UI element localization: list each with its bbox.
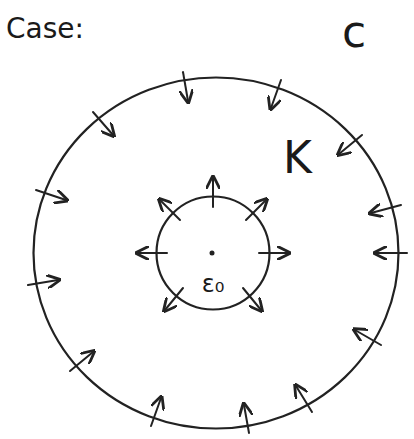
part-label: c	[342, 8, 366, 56]
center-dot	[210, 251, 215, 256]
dielectric-label: K	[283, 134, 312, 182]
inward-arrows	[28, 72, 407, 433]
permittivity-label: ε₀	[202, 271, 225, 297]
outer-circle: Kε₀	[32, 76, 400, 430]
inner-circle: ε₀	[155, 195, 271, 311]
case-label: Case:	[6, 14, 84, 45]
outer-circle-outline	[32, 76, 400, 430]
outward-arrows	[138, 178, 288, 310]
